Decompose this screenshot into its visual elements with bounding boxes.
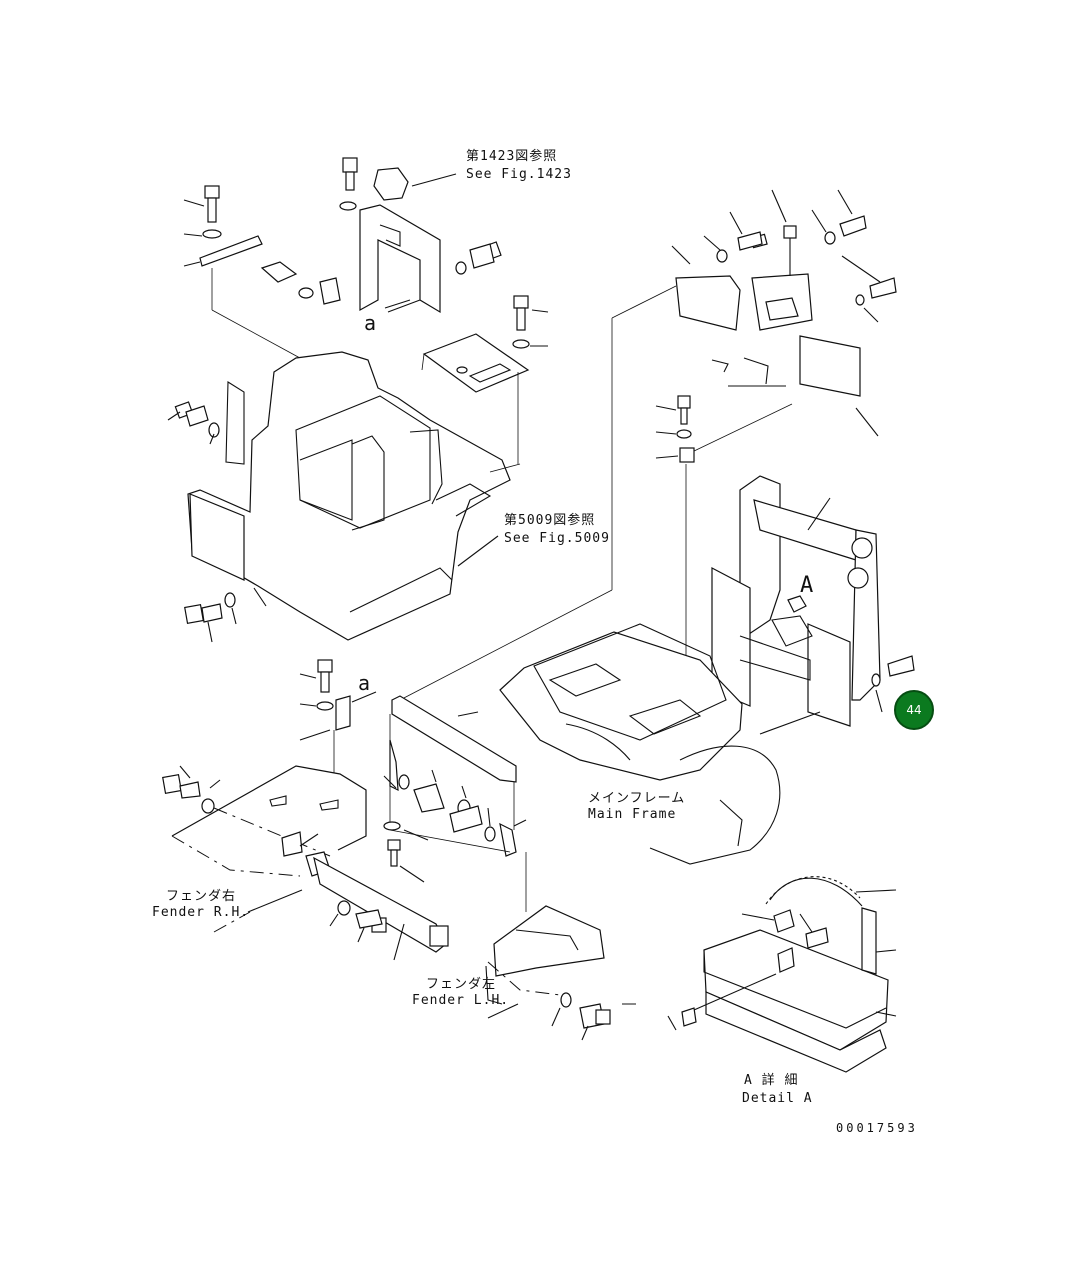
main-frame-label-jp: メインフレーム xyxy=(588,791,685,806)
fender-rh-label-en: Fender R.H. xyxy=(152,905,249,920)
cover-plate xyxy=(422,295,549,464)
fender-lh-label-en: Fender L.H. xyxy=(412,993,509,1008)
fender-lh-label-jp: フェンダ左 xyxy=(426,977,496,992)
badge-circle xyxy=(894,690,934,730)
badge-label: 44 xyxy=(906,703,921,717)
ref-1423-jp: 第1423図参照 xyxy=(466,148,557,164)
right-upper-brackets xyxy=(399,189,897,701)
left-upper-parts xyxy=(183,185,301,359)
rear-frame-body xyxy=(167,351,521,643)
mid-bracket xyxy=(299,659,377,804)
view-a-label-mid: a xyxy=(358,671,370,695)
fender-rh xyxy=(162,765,449,961)
detail-a-label-jp: A 詳 細 xyxy=(744,1072,798,1088)
fender-rh-label-jp: フェンダ右 xyxy=(166,889,236,904)
ref-5009-jp: 第5009図参照 xyxy=(504,512,595,528)
fender-bracket-bar xyxy=(383,695,527,883)
ref-1423-leader xyxy=(411,173,457,187)
hitch-frame xyxy=(711,475,915,727)
ref-5009-leader xyxy=(457,535,499,567)
drawing-number: 00017593 xyxy=(836,1121,918,1135)
fender-lh xyxy=(485,852,640,1041)
detail-a xyxy=(667,876,897,1073)
ref-5009-en: See Fig.5009 xyxy=(504,531,610,546)
part-number-badge[interactable]: 44 xyxy=(894,690,934,730)
detail-marker-a: A xyxy=(800,573,813,598)
view-a-label-top: a xyxy=(364,311,376,335)
detail-a-label-en: Detail A xyxy=(742,1091,813,1106)
center-clip xyxy=(655,395,695,680)
main-frame-label-en: Main Frame xyxy=(588,807,676,822)
main-frame xyxy=(499,623,821,865)
upper-bracket-assembly xyxy=(260,157,502,314)
ref-1423-en: See Fig.1423 xyxy=(466,167,572,182)
